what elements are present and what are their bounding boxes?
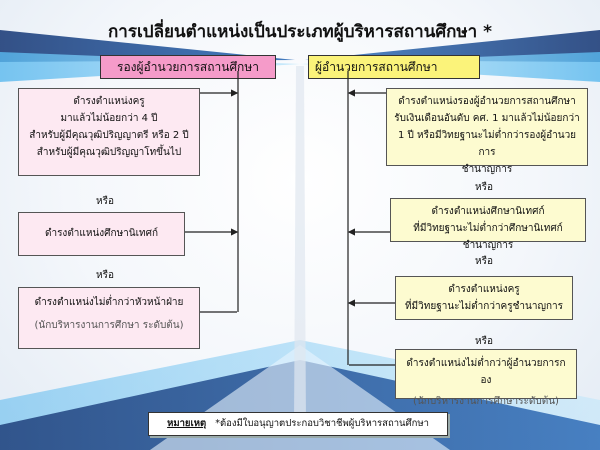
right-box-4-sub: (นักบริหารงานการศึกษาระดับต้น) bbox=[413, 396, 559, 407]
left-or-1: หรือ bbox=[96, 196, 114, 207]
right-box-1-line-1: ดำรงตำแหน่งรองผู้อำนวยการสถานศึกษา bbox=[398, 96, 576, 107]
left-box-head-of-division: ดำรงตำแหน่งไม่ต่ำกว่าหัวหน้าฝ่าย (นักบริ… bbox=[18, 287, 200, 349]
right-box-3-line-1: ดำรงตำแหน่งครู bbox=[448, 284, 520, 295]
right-box-deputy-director: ดำรงตำแหน่งรองผู้อำนวยการสถานศึกษา รับเง… bbox=[386, 88, 588, 175]
right-or-3: หรือ bbox=[475, 336, 493, 347]
right-box-4-line-1: ดำรงตำแหน่งไม่ต่ำกว่าผู้อำนวยการกอง bbox=[406, 358, 566, 386]
left-box-3-line-1: ดำรงตำแหน่งไม่ต่ำกว่าหัวหน้าฝ่าย bbox=[34, 297, 184, 308]
left-or-2: หรือ bbox=[96, 270, 114, 281]
page-title: การเปลี่ยนตำแหน่งเป็นประเภทผู้บริหารสถาน… bbox=[108, 22, 492, 42]
left-box-1-line-1: ดำรงตำแหน่งครู bbox=[73, 96, 145, 107]
right-box-teacher: ดำรงตำแหน่งครู ที่มีวิทยฐานะไม่ต่ำกว่าคร… bbox=[395, 276, 573, 320]
right-header: ผู้อำนวยการสถานศึกษา bbox=[308, 55, 480, 79]
right-box-2-line-2: ที่มีวิทยฐานะไม่ต่ำกว่าศึกษานิเทศก์ชำนาญ… bbox=[413, 223, 563, 251]
right-box-3-line-2: ที่มีวิทยฐานะไม่ต่ำกว่าครูชำนาญการ bbox=[404, 301, 564, 312]
right-box-director-of-division: ดำรงตำแหน่งไม่ต่ำกว่าผู้อำนวยการกอง (นัก… bbox=[395, 349, 577, 407]
left-box-1-line-3: สำหรับผู้มีคุณวุฒิปริญญาตรี หรือ 2 ปี bbox=[29, 130, 189, 141]
ribbon-top-left-dark bbox=[0, 30, 295, 62]
right-box-supervisor: ดำรงตำแหน่งศึกษานิเทศก์ ที่มีวิทยฐานะไม่… bbox=[390, 198, 586, 251]
right-box-1-line-3: 1 ปี หรือมีวิทยฐานะไม่ต่ำกว่ารองผู้อำนวย… bbox=[397, 130, 577, 158]
left-box-teacher: ดำรงตำแหน่งครู มาแล้วไม่น้อยกว่า 4 ปี สำ… bbox=[18, 88, 200, 176]
footnote: หมายเหตุ *ต้องมีใบอนุญาตประกอบวิชาชีพผู้… bbox=[148, 412, 448, 436]
right-box-1-line-4: ชำนาญการ bbox=[461, 164, 513, 175]
left-box-2-line-1: ดำรงตำแหน่งศึกษานิเทศก์ bbox=[44, 228, 159, 239]
right-or-1: หรือ bbox=[475, 182, 493, 193]
left-header: รองผู้อำนวยการสถานศึกษา bbox=[100, 55, 276, 79]
footnote-text: *ต้องมีใบอนุญาตประกอบวิชาชีพผู้บริหารสถา… bbox=[215, 418, 429, 429]
footnote-label: หมายเหตุ bbox=[167, 418, 207, 429]
right-or-2: หรือ bbox=[475, 256, 493, 267]
center-divider bbox=[294, 66, 306, 430]
left-box-3-sub: (นักบริหารงานการศึกษา ระดับต้น) bbox=[34, 320, 184, 331]
left-box-1-line-4: สำหรับผู้มีคุณวุฒิปริญญาโทขึ้นไป bbox=[36, 147, 182, 158]
ribbon-top-right-dark bbox=[305, 30, 600, 62]
right-box-1-line-2: รับเงินเดือนอันดับ คศ. 1 มาแล้วไม่น้อยกว… bbox=[394, 113, 580, 124]
right-box-2-line-1: ดำรงตำแหน่งศึกษานิเทศก์ bbox=[431, 206, 545, 217]
left-box-1-line-2: มาแล้วไม่น้อยกว่า 4 ปี bbox=[60, 113, 158, 124]
left-box-supervisor: ดำรงตำแหน่งศึกษานิเทศก์ bbox=[18, 212, 185, 256]
